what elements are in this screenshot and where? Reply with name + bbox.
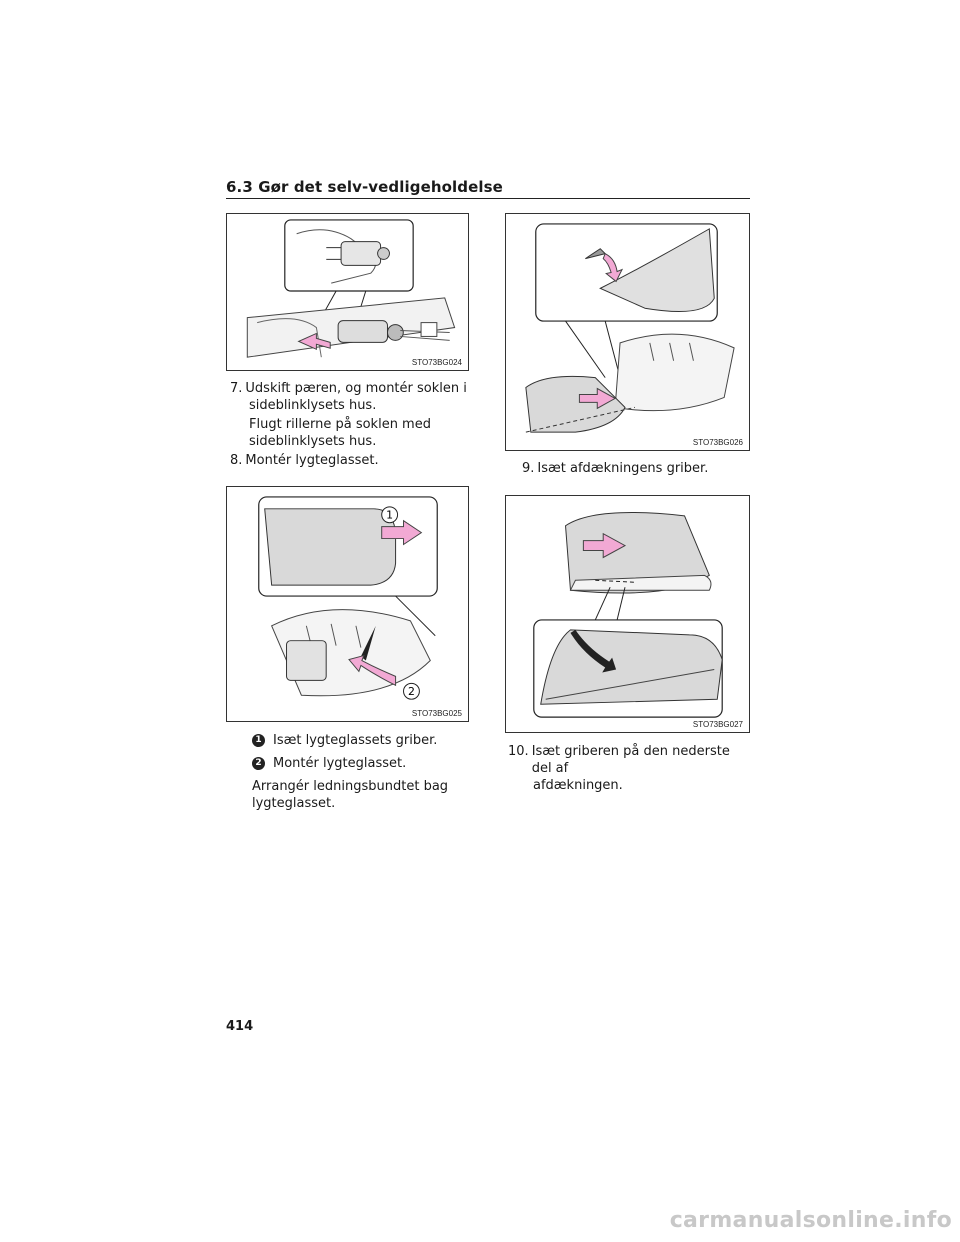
- step-7: 7. Udskift pæren, og montér soklen i: [230, 380, 470, 397]
- step-text: Isæt afdækningens griber.: [537, 461, 709, 476]
- figure-code: STO73BG024: [411, 358, 462, 367]
- step-number: 7.: [230, 381, 243, 396]
- step-8: 8. Montér lygteglasset.: [230, 452, 470, 469]
- step-9: 9. Isæt afdækningens griber.: [522, 460, 750, 477]
- bulb-socket-illustration: [246, 219, 456, 358]
- figure-cover-install: STO73BG026: [505, 213, 750, 451]
- callout-2: 2 Montér lygteglasset.: [252, 755, 472, 772]
- figure-cover-clip: STO73BG027: [505, 495, 750, 733]
- step-10-text-continued: afdækningen.: [533, 778, 623, 793]
- step-7-subnote: Flugt rillerne på soklen med sideblinkly…: [249, 417, 431, 449]
- lens-callouts: 1 Isæt lygteglassets griber. 2 Montér ly…: [252, 732, 472, 812]
- step-text: Isæt griberen på den nederste del af: [531, 744, 730, 776]
- svg-text:2: 2: [408, 685, 415, 698]
- callout-marker: 1: [252, 734, 265, 747]
- lens-install-illustration: 1 2: [258, 496, 438, 700]
- harness-note: Arrangér ledningsbundtet bag lygteglasse…: [252, 779, 449, 811]
- step-7-text-continued: sideblinklysets hus.: [249, 398, 377, 413]
- svg-text:1: 1: [386, 509, 393, 522]
- cover-install-illustration: [525, 223, 735, 433]
- figure-code: STO73BG025: [411, 709, 462, 718]
- figure-bulb-socket: STO73BG024: [226, 213, 469, 371]
- callout-1: 1 Isæt lygteglassets griber.: [252, 732, 472, 749]
- step-10-block: 10. Isæt griberen på den nederste del af…: [508, 743, 750, 794]
- callout-text: Montér lygteglasset.: [273, 756, 407, 771]
- step-9-block: 9. Isæt afdækningens griber.: [522, 460, 750, 477]
- step-text: Udskift pæren, og montér soklen i: [245, 381, 467, 396]
- figure-code: STO73BG026: [692, 438, 743, 447]
- cover-clip-illustration: [533, 512, 723, 718]
- callout-text: Isæt lygteglassets griber.: [273, 733, 438, 748]
- section-title: 6.3 Gør det selv-vedligeholdelse: [226, 178, 503, 196]
- figure-lens-install: 1 2 STO73BG025: [226, 486, 469, 722]
- figure-code: STO73BG027: [692, 720, 743, 729]
- step-number: 8.: [230, 453, 243, 468]
- step-number: 9.: [522, 461, 535, 476]
- page-number: 414: [226, 1019, 254, 1034]
- step-number: 10.: [508, 744, 529, 759]
- section-rule: [226, 198, 750, 199]
- step-10: 10. Isæt griberen på den nederste del af: [508, 743, 750, 777]
- steps-7-8: 7. Udskift pæren, og montér soklen i sid…: [230, 380, 470, 469]
- callout-marker: 2: [252, 757, 265, 770]
- watermark: carmanualsonline.info: [669, 1208, 952, 1233]
- step-text: Montér lygteglasset.: [245, 453, 379, 468]
